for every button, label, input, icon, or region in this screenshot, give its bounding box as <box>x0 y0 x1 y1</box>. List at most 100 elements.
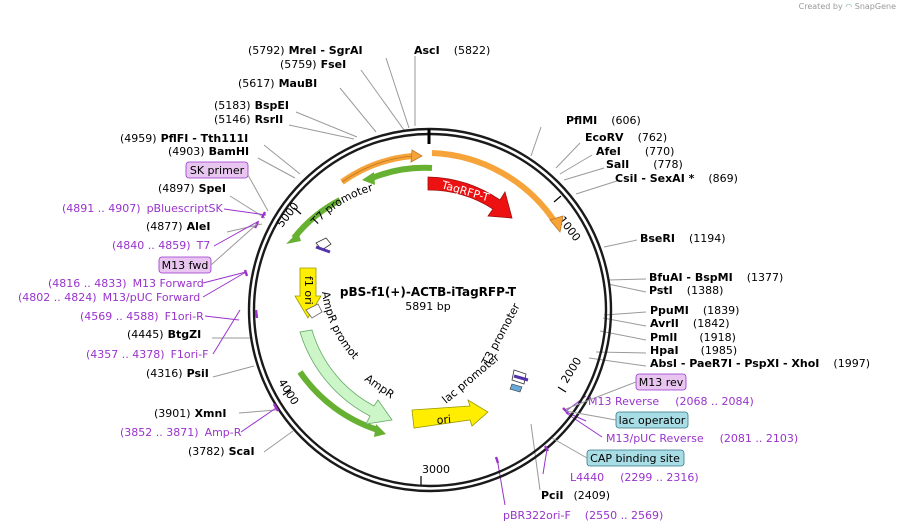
feature-range: (2068 .. 2084) <box>675 395 754 408</box>
feature-range: (4569 .. 4588) <box>80 310 159 323</box>
feature-range: (4840 .. 4859) <box>112 239 191 252</box>
feature-range: (4816 .. 4833) <box>48 277 127 290</box>
t7-promoter-label: T7 promoter <box>308 181 375 229</box>
site-name: MreI - SgrAI <box>289 44 363 57</box>
svg-text:(4569 .. 4588)F1ori-R: (4569 .. 4588) F1ori-R <box>80 310 204 323</box>
site-name: PflMI <box>566 114 597 127</box>
site-pos: (5759) <box>280 58 317 71</box>
feature-name: pBR322ori-F <box>503 509 571 522</box>
lac-operator-box[interactable]: lac operator <box>615 411 689 429</box>
sk-primer-box[interactable]: SK primer <box>185 161 249 179</box>
site-name: PpuMI <box>650 304 689 317</box>
site-name: AscI <box>414 44 440 57</box>
lac-promoter-glyph <box>509 383 523 393</box>
feature-name: Amp-R <box>205 426 242 439</box>
ampr-label: AmpR <box>362 372 397 402</box>
svg-text:(4891 .. 4907)pBluescriptSK: (4891 .. 4907) pBluescriptSK <box>62 202 224 215</box>
cap-site-label: CAP binding site <box>590 452 680 465</box>
site-pos: (1842) <box>693 317 730 330</box>
site-pos: (5792) <box>248 44 285 57</box>
tagrfp-arrow[interactable] <box>427 176 513 219</box>
feature-name: pBluescriptSK <box>147 202 224 215</box>
cap-site-connector <box>551 437 588 459</box>
t7-promoter-text: T7 promoter <box>308 181 375 229</box>
site-name: MauBI <box>279 77 318 90</box>
ori-arrow[interactable] <box>411 399 489 429</box>
site-pos: (770) <box>645 145 675 158</box>
site-name: SalI <box>606 158 629 171</box>
snapgene-credit: Created by ◠ SnapGene <box>799 2 896 11</box>
site-name: AfeI <box>596 145 621 158</box>
svg-text:AbsI - PaeR7I - PspXI - XhoI(1: AbsI - PaeR7I - PspXI - XhoI(1997) <box>650 357 870 370</box>
green-arrowhead-top <box>362 172 375 185</box>
svg-text:PciI(2409): PciI(2409) <box>541 489 610 502</box>
m13-rev-box[interactable]: M13 rev <box>635 373 687 391</box>
site-name: ScaI <box>229 445 255 458</box>
feature-range: (4891 .. 4907) <box>62 202 141 215</box>
svg-text:(5792)MreI - SgrAI: (5792) MreI - SgrAI <box>248 44 363 57</box>
svg-text:(4816 .. 4833)M13 Forward: (4816 .. 4833)M13 Forward <box>48 277 204 290</box>
sk-primer-connector <box>247 174 269 212</box>
site-name: BseRI <box>640 232 675 245</box>
feature-name: F1ori-R <box>165 310 205 323</box>
svg-text:(5146)RsrII: (5146)RsrII <box>214 113 283 126</box>
svg-text:BfuAI - BspMI(1377): BfuAI - BspMI(1377) <box>649 271 783 284</box>
plasmid-name: pBS-f1(+)-ACTB-iTagRFP-T <box>340 285 517 299</box>
svg-text:AscI(5822): AscI(5822) <box>414 44 490 57</box>
site-name: PflFI - Tth111I <box>161 132 249 145</box>
tagrfp-label: TagRFP-T <box>439 178 491 204</box>
right-sites: AscI(5822) PflMI(606) EcoRV(762) AfeI(77… <box>414 44 870 502</box>
orange-arrowhead-left <box>410 149 423 163</box>
cap-site-box[interactable]: CAP binding site <box>586 449 685 467</box>
svg-text:(5183)BspEI: (5183)BspEI <box>214 99 289 112</box>
plasmid-length: 5891 bp <box>405 300 450 313</box>
svg-text:(3901)XmnI: (3901)XmnI <box>154 407 226 420</box>
svg-text:PstI(1388): PstI(1388) <box>649 284 723 297</box>
svg-text:(4877)AleI: (4877)AleI <box>146 220 210 233</box>
green-arc-bottom <box>297 370 379 433</box>
site-pos: (3782) <box>188 445 225 458</box>
site-name: AbsI - PaeR7I - PspXI - XhoI <box>650 357 819 370</box>
feature-name: L4440 <box>570 471 604 484</box>
primer-marks <box>243 211 569 464</box>
site-pos: (762) <box>638 131 668 144</box>
feature-name: M13/pUC Forward <box>103 291 201 304</box>
feature-name: T7 <box>196 239 211 252</box>
feature-connectors <box>202 208 603 506</box>
svg-text:(4357 .. 4378)F1ori-F: (4357 .. 4378)F1ori-F <box>86 348 209 361</box>
ruler-3000: 3000 <box>422 463 450 476</box>
orange-arrowhead-right <box>549 215 564 233</box>
site-name: PstI <box>649 284 673 297</box>
feature-range: (2081 .. 2103) <box>720 432 799 445</box>
site-name: BamHI <box>209 145 250 158</box>
right-features: M13 Reverse(2068 .. 2084) M13/pUC Revers… <box>503 395 798 522</box>
svg-text:AfeI(770): AfeI (770) <box>596 145 674 158</box>
left-features: (4891 .. 4907) pBluescriptSK (4840 .. 485… <box>18 202 242 439</box>
svg-text:(4959)PflFI - Tth111I: (4959)PflFI - Tth111I <box>120 132 248 145</box>
svg-text:(4316)PsiI: (4316)PsiI <box>146 367 209 380</box>
ruler-2000: 2000 <box>559 355 585 386</box>
svg-text:PmlI(1918): PmlI(1918) <box>650 331 736 344</box>
feature-range: (3852 .. 3871) <box>120 426 199 439</box>
svg-text:CsiI - SexAI *(869): CsiI - SexAI *(869) <box>615 172 738 185</box>
site-pos: (2409) <box>573 489 610 502</box>
feature-name: M13 Reverse <box>588 395 659 408</box>
green-arc-top <box>370 164 433 181</box>
svg-text:(4445)BtgZI: (4445)BtgZI <box>127 328 201 341</box>
site-name: BtgZI <box>168 328 202 341</box>
site-name: BspEI <box>255 99 289 112</box>
ruler-5000: 5000 <box>274 200 301 230</box>
m13-fwd-box[interactable]: M13 fwd <box>158 256 212 274</box>
feature-range: (2550 .. 2569) <box>585 509 664 522</box>
site-pos: (4903) <box>168 145 205 158</box>
site-name: BfuAI - BspMI <box>649 271 733 284</box>
svg-text:M13 Reverse(2068 .. 2084): M13 Reverse (2068 .. 2084) <box>588 395 754 408</box>
site-pos: (869) <box>708 172 738 185</box>
site-pos: (4897) <box>158 182 195 195</box>
site-pos: (1918) <box>699 331 736 344</box>
ampr-arrow[interactable] <box>299 329 393 425</box>
orange-arc-left-outline <box>341 155 413 183</box>
svg-text:L4440(2299 .. 2316): L4440(2299 .. 2316) <box>570 471 699 484</box>
svg-text:SalI(778): SalI(778) <box>606 158 683 171</box>
